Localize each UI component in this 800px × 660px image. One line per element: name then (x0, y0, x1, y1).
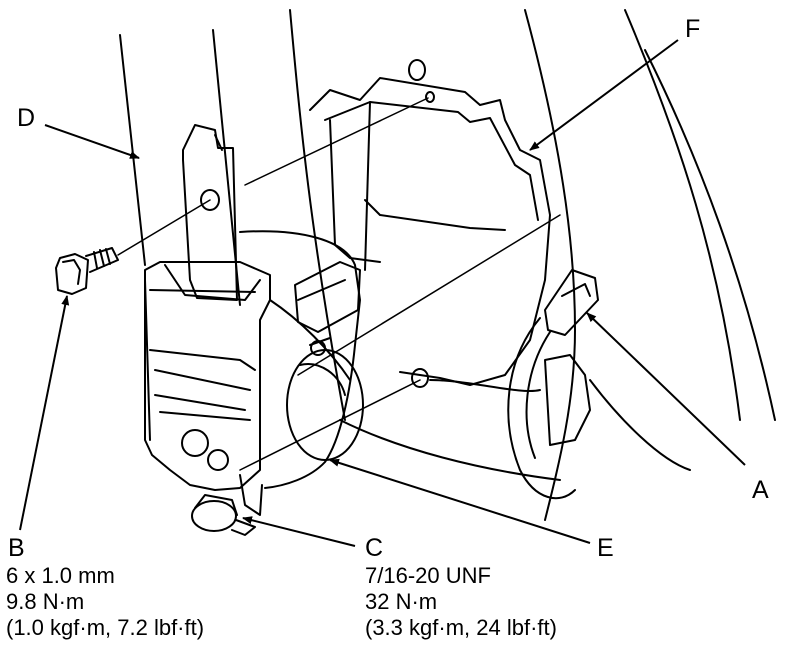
leader-f (529, 39, 679, 151)
leader-b (19, 295, 70, 531)
body-panel (289, 9, 776, 521)
callout-a: A (752, 476, 769, 504)
leader-d (44, 124, 140, 159)
spec-b-torque: 9.8 N·m (6, 589, 85, 614)
spec-c: 7/16-20 UNF 32 N·m (3.3 kgf·m, 24 lbf·ft… (365, 563, 557, 641)
spec-c-torque: 32 N·m (365, 589, 438, 614)
callout-c: C (365, 534, 384, 562)
spec-b-torque-alt: (1.0 kgf·m, 7.2 lbf·ft) (6, 615, 205, 640)
leader-lines (19, 39, 746, 547)
callout-b: B (8, 534, 25, 562)
leader-e (329, 458, 591, 544)
retractor-body (144, 230, 364, 536)
callout-e: E (597, 534, 614, 562)
belt-webbing (119, 29, 241, 306)
leader-c (242, 516, 356, 547)
spec-b: 6 x 1.0 mm 9.8 N·m (1.0 kgf·m, 7.2 lbf·f… (6, 563, 204, 641)
spec-c-torque-alt: (3.3 kgf·m, 24 lbf·ft) (365, 615, 557, 640)
leader-a (586, 312, 746, 466)
mounting-bracket (309, 59, 551, 388)
harness-connector (429, 269, 599, 500)
spec-c-size: 7/16-20 UNF (365, 563, 491, 588)
bolt-b (55, 247, 119, 295)
callout-f: F (685, 15, 701, 43)
callout-d: D (17, 104, 36, 132)
assembly-guide-lines (117, 97, 561, 471)
spec-b-size: 6 x 1.0 mm (6, 563, 115, 588)
